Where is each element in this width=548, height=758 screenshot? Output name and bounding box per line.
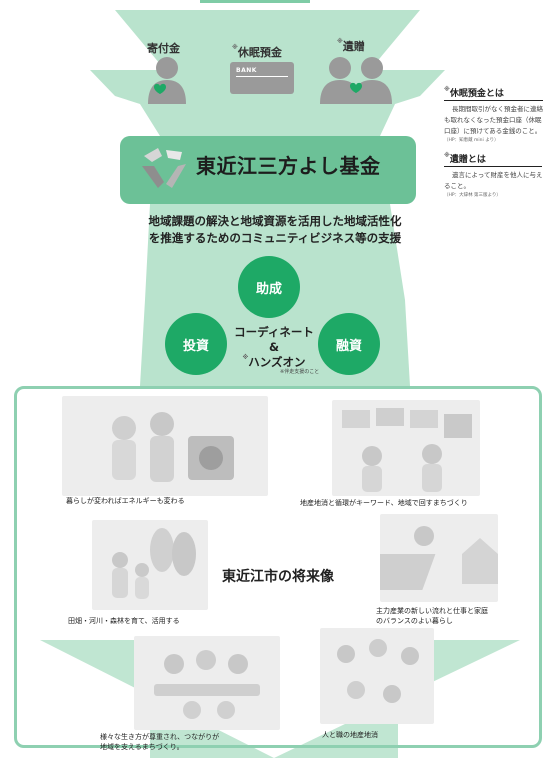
local-jobs-illustration — [320, 628, 434, 724]
bequest-note-body: 遺言によって財産を他人に与え ること。 — [444, 170, 542, 192]
dormant-note: ※休眠預金とは 長期間取引がなく預金者に連絡 も取れなくなった預金口座（休眠 口… — [444, 86, 543, 143]
hub-line-3-text: ハンズオン — [248, 355, 306, 369]
dormant-deposit-label: ※休眠預金 — [232, 44, 282, 60]
caption-industry: 主力産業の新しい流れと仕事と家庭 のバランスのよい暮らし — [376, 606, 488, 626]
coordination-hub: コーディネート & ※ハンズオン — [232, 324, 316, 370]
bequest-note-title-text: 遺贈とは — [449, 155, 486, 165]
future-vision-title: 東近江市の将来像 — [222, 569, 334, 585]
fund-banner — [120, 136, 416, 204]
caption-nature: 田畑・河川・森林を育て、活用する — [68, 617, 180, 625]
loan-circle: 融資 — [318, 313, 380, 375]
dormant-note-source: （HP：知恵蔵 mini より） — [444, 138, 499, 143]
industry-balance-illustration — [380, 514, 498, 602]
mission-line-1: 地域課題の解決と地域資源を活用した地域活性化 — [148, 214, 402, 228]
dormant-note-title: ※休眠預金とは — [444, 86, 543, 101]
industry-balance-sketch — [380, 526, 498, 590]
diverse-lives-illustration — [134, 636, 280, 730]
nature-illustration — [92, 520, 208, 610]
dormant-note-title-text: 休眠預金とは — [449, 89, 504, 99]
caption-local-jobs: 人と職の地産地消 — [322, 731, 378, 739]
investment-circle: 投資 — [165, 313, 227, 375]
grant-circle: 助成 — [238, 256, 300, 318]
local-production-illustration — [332, 400, 480, 496]
loan-label: 融資 — [335, 338, 362, 354]
investment-label: 投資 — [182, 338, 209, 354]
bequest-note-source: （HP：大辞林 第三版より） — [444, 193, 501, 198]
bequest-note-line-2: ること。 — [444, 182, 470, 190]
note-mark: ※ — [444, 152, 450, 159]
mission-statement: 地域課題の解決と地域資源を活用した地域活性化 を推進するためのコミュニティビジネ… — [120, 213, 430, 247]
local-jobs-sketch — [337, 639, 419, 703]
dormant-deposit-text: 休眠預金 — [237, 46, 282, 59]
bank-card-stripe — [236, 76, 288, 77]
hub-line-1: コーディネート — [234, 325, 314, 339]
energy-life-sketch — [112, 412, 234, 482]
caption-diverse-lives-line-2: 地域を支えるまちづくり。 — [100, 743, 184, 751]
caption-local-production: 地産地消と循環がキーワード、地域で回すまちづくり — [300, 499, 468, 507]
bequest-note-line-1: 遺言によって財産を他人に与え — [452, 171, 543, 179]
caption-industry-line-1: 主力産業の新しい流れと仕事と家庭 — [376, 607, 488, 615]
bequest-label: ※遺贈 — [337, 38, 365, 54]
caption-diverse-lives-line-1: 様々な生き方が尊重され、つながりが — [100, 733, 220, 741]
future-vision-frame — [14, 386, 542, 748]
dormant-note-body: 長期間取引がなく預金者に連絡 も取れなくなった預金口座（休眠 口座）に預けてある… — [444, 104, 543, 137]
fund-name: 東近江三方よし基金 — [196, 154, 381, 178]
diverse-lives-sketch — [154, 650, 260, 719]
family-people-icon — [320, 57, 392, 104]
bequest-note: ※遺贈とは 遺言によって財産を他人に与え ること。 （HP：大辞林 第三版より） — [444, 152, 543, 198]
dormant-note-line-3: 口座）に預けてある金銭のこと。 — [444, 127, 542, 135]
caption-energy: 暮らしが変わればエネルギーも変わる — [66, 497, 185, 505]
note-mark: ※ — [444, 86, 450, 93]
bequest-text: 遺贈 — [342, 40, 365, 53]
note-mark: ※ — [337, 38, 343, 45]
dormant-note-line-1: 長期間取引がなく預金者に連絡 — [452, 105, 543, 113]
hub-footnote: ※伴走支援のこと — [280, 369, 320, 375]
caption-diverse-lives: 様々な生き方が尊重され、つながりが 地域を支えるまちづくり。 — [100, 732, 219, 752]
caption-industry-line-2: のバランスのよい暮らし — [376, 617, 453, 625]
hub-line-3: ※ハンズオン — [232, 354, 316, 370]
note-mark: ※ — [242, 354, 249, 361]
bank-card-icon: BANK — [230, 62, 294, 94]
nature-sketch — [112, 528, 196, 599]
mission-line-2: を推進するためのコミュニティビジネス等の支援 — [148, 231, 402, 245]
note-mark: ※ — [232, 44, 238, 51]
donation-label: 寄付金 — [147, 42, 180, 55]
dormant-note-line-2: も取れなくなった預金口座（休眠 — [444, 116, 542, 124]
top-accent-line — [200, 0, 310, 3]
energy-life-illustration — [62, 396, 268, 496]
hub-line-2: & — [268, 340, 280, 354]
fund-logo-icon — [142, 148, 186, 188]
bequest-note-title: ※遺贈とは — [444, 152, 543, 167]
grant-label: 助成 — [255, 281, 282, 297]
donor-person-icon — [148, 57, 186, 104]
bank-card-text: BANK — [236, 67, 257, 74]
local-production-sketch — [342, 408, 472, 492]
